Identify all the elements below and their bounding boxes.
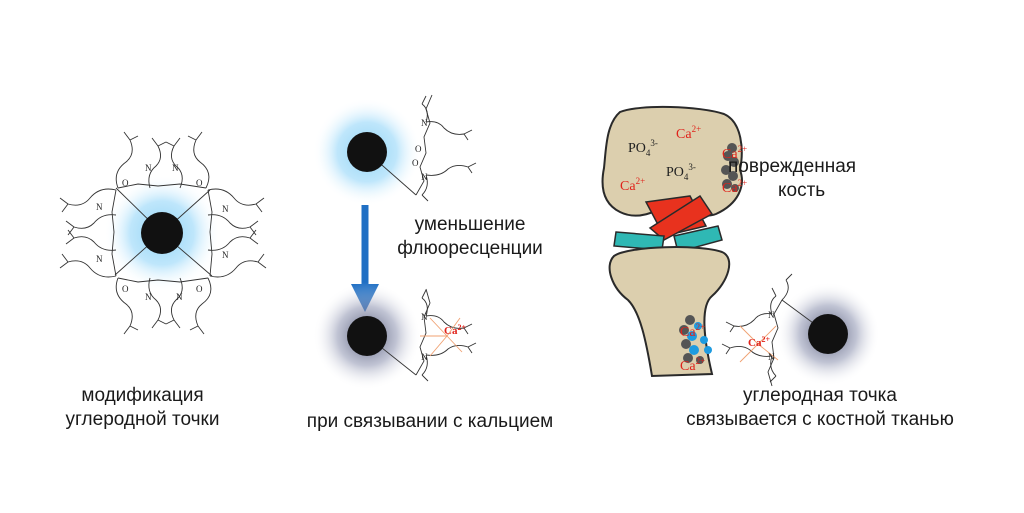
svg-text:N: N [222, 250, 229, 260]
svg-text:O: O [122, 178, 129, 188]
svg-text:N: N [768, 352, 775, 362]
svg-text:N: N [176, 292, 183, 302]
svg-text:O: O [122, 284, 129, 294]
svg-text:N: N [96, 202, 103, 212]
calcium-label: Ca2+ [680, 322, 705, 340]
calcium-ion-label: Ca2+ [444, 323, 466, 337]
carbon-dot [347, 316, 387, 356]
svg-text:O: O [196, 284, 203, 294]
carbon-dot [347, 132, 387, 172]
modification-caption: модификация углеродной точки [35, 384, 250, 432]
caption-line: связывается с костной тканью [686, 409, 954, 430]
svg-text:N: N [145, 163, 152, 173]
bone-binding-caption: углеродная точка связывается с костной т… [655, 384, 985, 432]
calcium-label: Ca2+ [676, 124, 701, 142]
bone-bound-carbon-dot-group: NN Ca2+ [721, 273, 880, 387]
caption-line: уменьшение [414, 214, 526, 235]
calcium-bonds [420, 317, 463, 357]
caption-line: углеродной точки [65, 409, 220, 430]
caption-line: углеродная точка [743, 385, 897, 406]
ligand-lines [59, 131, 267, 335]
svg-text:N: N [172, 163, 179, 173]
caption-line: флюоресценции [397, 238, 543, 259]
svg-text:N: N [421, 312, 428, 322]
fluorescence-caption: уменьшение флюоресценции [375, 213, 565, 261]
phosphate-label: PO43- [666, 162, 696, 182]
calcium-bonds [739, 325, 779, 363]
svg-text:O: O [412, 158, 419, 168]
modified-carbon-dot-group: N N N N N N N N O O O O [59, 131, 267, 335]
calcium-label: Ca2+ [680, 356, 705, 374]
bone-ion-labels: PO43- PO43- Ca2+ Ca2+ Ca2+ Ca2+ Ca2+ Ca2… [620, 124, 747, 374]
glowing-carbon-dot-group: N N OO [313, 94, 477, 206]
phosphate-label: PO43- [628, 138, 658, 158]
ligand-atoms: NN [768, 310, 775, 362]
ligand-lines [366, 94, 477, 202]
svg-text:O: O [196, 178, 203, 188]
calcium-ion-label: Ca2+ [748, 335, 770, 349]
calcium-label: Ca2+ [722, 178, 747, 196]
svg-text:N: N [768, 310, 775, 320]
damaged-bone-caption: поврежденная кость [728, 155, 908, 203]
ligand-atoms: NN [421, 312, 428, 362]
svg-text:N: N [96, 254, 103, 264]
quenched-carbon-dot-group: NN Ca2+ [313, 282, 477, 390]
caption-line: кость [778, 180, 826, 201]
carbon-dot [141, 212, 183, 254]
caption-line: модификация [81, 385, 204, 406]
calcium-label: Ca2+ [620, 176, 645, 194]
knee-joint-illustration: PO43- PO43- Ca2+ Ca2+ Ca2+ Ca2+ Ca2+ Ca2… [601, 105, 747, 378]
svg-text:N: N [421, 172, 428, 182]
svg-text:O: O [415, 144, 422, 154]
tibia [608, 246, 731, 378]
bound-carbon-dots [679, 315, 712, 364]
svg-text:N: N [421, 118, 428, 128]
damaged-bone-dots [721, 143, 739, 192]
carbon-dot [808, 314, 848, 354]
calcium-binding-caption: при связывании с кальцием [306, 411, 554, 432]
ligand-atoms: N N N N N N N N O O O O [96, 163, 229, 302]
calcium-label: Ca2+ [722, 144, 747, 162]
svg-text:N: N [222, 204, 229, 214]
svg-text:N: N [145, 292, 152, 302]
svg-text:N: N [421, 352, 428, 362]
ligand-atoms: N N OO [412, 118, 428, 182]
caption-line: поврежденная [728, 156, 857, 177]
